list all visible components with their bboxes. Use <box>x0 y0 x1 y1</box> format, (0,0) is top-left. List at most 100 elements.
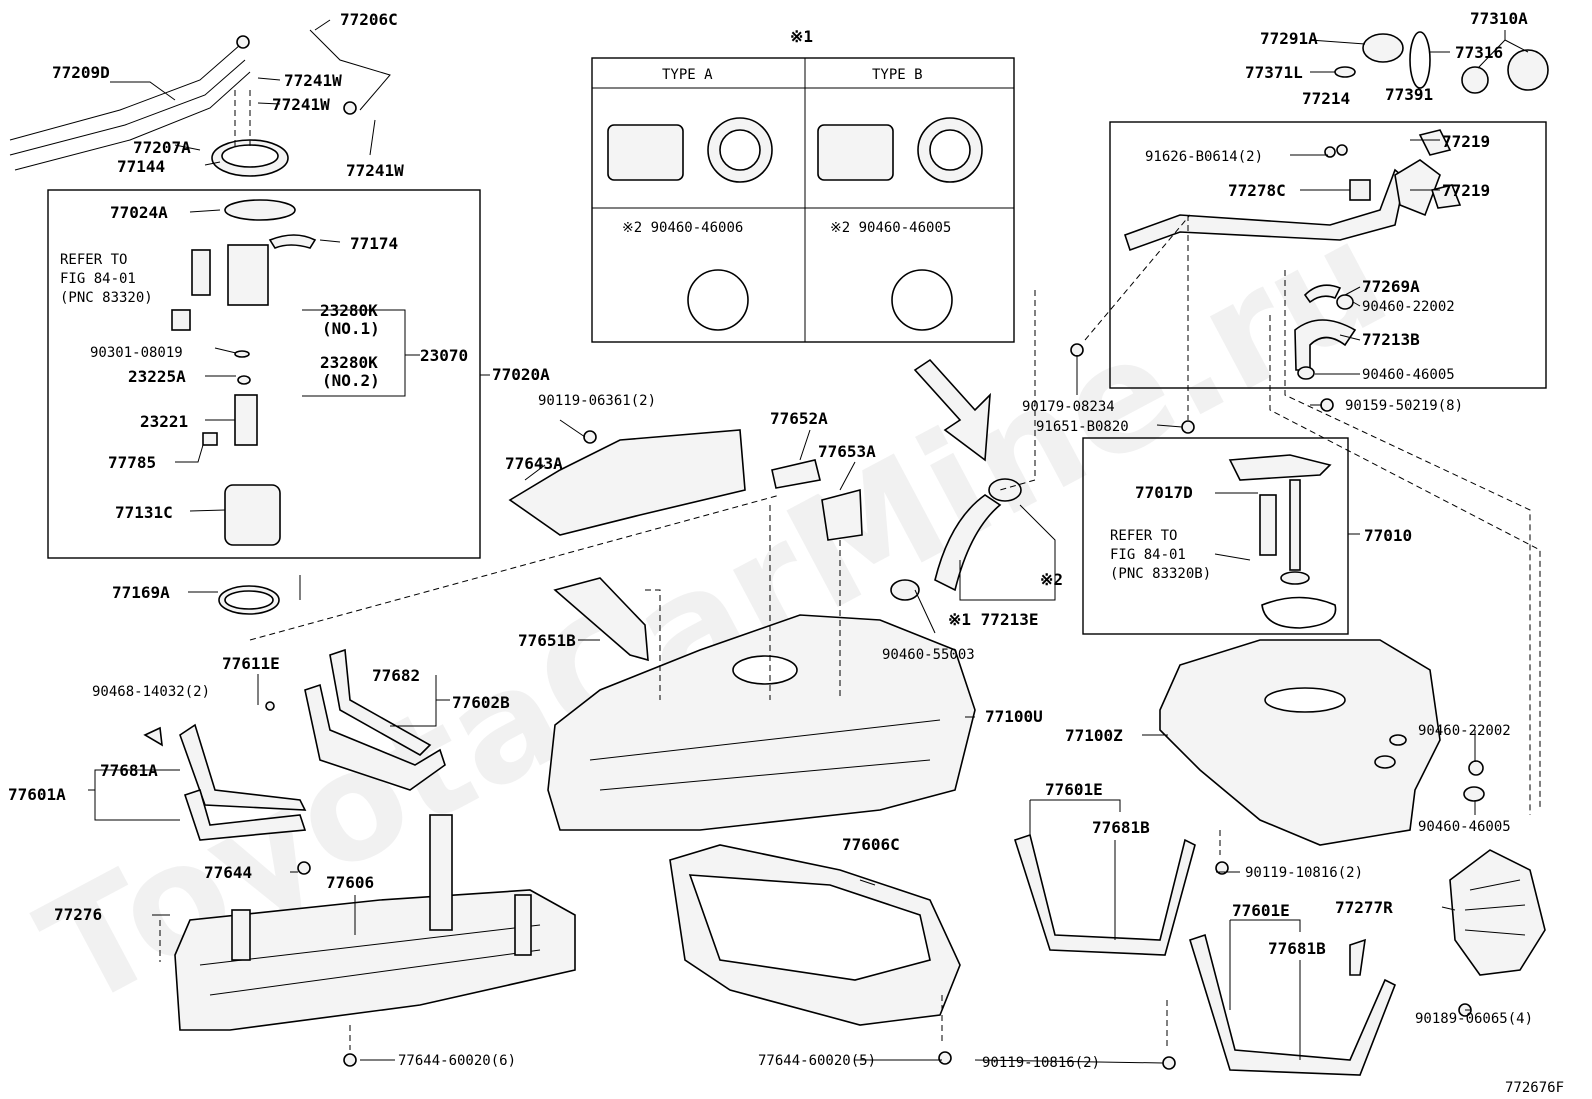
label-77682: 77682 <box>372 666 420 685</box>
shield-77277R <box>1449 849 1546 976</box>
sender-parts <box>1228 454 1337 629</box>
label-77277R: 77277R <box>1335 898 1393 917</box>
label-77310A: 77310A <box>1470 9 1528 28</box>
label-77611E: 77611E <box>222 654 280 673</box>
label-77601E-a: 77601E <box>1045 780 1103 799</box>
leader-lines <box>88 19 1529 1064</box>
label-77241W-a: 77241W <box>284 71 342 90</box>
label-mark2-hose: ※2 <box>1040 570 1063 589</box>
skid-plate-77606C <box>669 844 961 1026</box>
label-77644: 77644 <box>204 863 252 882</box>
label-77206C: 77206C <box>340 10 398 29</box>
label-77651B: 77651B <box>518 631 576 650</box>
fuel-tank-77100Z <box>1159 639 1441 846</box>
label-23280K-no1: 23280K <box>320 301 378 320</box>
label-90468-14032: 90468-14032(2) <box>92 684 210 700</box>
filler-pipe-box <box>1109 121 1547 389</box>
label-77681A: 77681A <box>100 761 158 780</box>
fasteners <box>143 146 1485 1070</box>
label-23225A: 23225A <box>128 367 186 386</box>
refer-right-line3: (PNC 83320B) <box>1110 566 1211 582</box>
label-77219-b: 77219 <box>1442 181 1490 200</box>
refer-left-line3: (PNC 83320) <box>60 290 153 306</box>
label-90460-46005-c: 90460-46005 <box>1418 819 1511 835</box>
label-77213E: ※1 77213E <box>948 610 1038 629</box>
refer-left-line1: REFER TO <box>60 252 127 268</box>
label-77652A: 77652A <box>770 409 828 428</box>
label-90460-22002-a: 90460-22002 <box>1362 299 1455 315</box>
type-box-parts <box>607 117 983 331</box>
figure-id: 772676F <box>1505 1080 1564 1096</box>
refer-right-line2: FIG 84-01 <box>1110 547 1186 563</box>
label-77276: 77276 <box>54 905 102 924</box>
label-77100U: 77100U <box>985 707 1043 726</box>
label-90460-46006: ※2 90460-46006 <box>622 220 743 236</box>
label-mark1-top: ※1 <box>790 27 813 46</box>
label-90119-10816-a: 90119-10816(2) <box>1245 865 1363 881</box>
tank-frame-77606 <box>174 814 576 1031</box>
label-91651-B0820: 91651-B0820 <box>1036 419 1129 435</box>
label-77278C: 77278C <box>1228 181 1286 200</box>
label-77100Z: 77100Z <box>1065 726 1123 745</box>
label-90119-10816-b: 90119-10816(2) <box>982 1055 1100 1071</box>
label-90189-06065: 90189-06065(4) <box>1415 1011 1533 1027</box>
label-23221: 23221 <box>140 412 188 431</box>
label-77213B: 77213B <box>1362 330 1420 349</box>
label-77219-a: 77219 <box>1442 132 1490 151</box>
label-77606: 77606 <box>326 873 374 892</box>
assembly-lines <box>159 90 1541 1050</box>
fuel-pump-box <box>47 189 481 559</box>
label-77391: 77391 <box>1385 85 1433 104</box>
sender-box <box>1082 437 1349 635</box>
label-77644-60020-6: 77644-60020(6) <box>398 1053 516 1069</box>
refer-right-line1: REFER TO <box>1110 528 1177 544</box>
label-77209D: 77209D <box>52 63 110 82</box>
label-77241W-b: 77241W <box>272 95 330 114</box>
label-23280K-no2: 23280K <box>320 353 378 372</box>
label-91626-B0614: 91626-B0614(2) <box>1145 149 1263 165</box>
filler-cap-parts <box>1334 31 1549 94</box>
label-77010: 77010 <box>1364 526 1412 545</box>
label-77131C: 77131C <box>115 503 173 522</box>
label-77169A: 77169A <box>112 583 170 602</box>
label-type-a: TYPE A <box>662 67 713 83</box>
type-box <box>591 57 1015 343</box>
label-77785: 77785 <box>108 453 156 472</box>
label-77606C: 77606C <box>842 835 900 854</box>
fuel-tank-77100U <box>547 614 976 831</box>
label-77653A: 77653A <box>818 442 876 461</box>
label-77024A: 77024A <box>110 203 168 222</box>
label-90119-06361: 90119-06361(2) <box>538 393 656 409</box>
label-23280K-no2-sub: (NO.2) <box>322 371 380 390</box>
label-77174: 77174 <box>350 234 398 253</box>
label-77241W-c: 77241W <box>346 161 404 180</box>
label-90460-46005-type-b: ※2 90460-46005 <box>830 220 951 236</box>
label-23280K-no1-sub: (NO.1) <box>322 319 380 338</box>
label-77601A: 77601A <box>8 785 66 804</box>
label-90159-50219: 90159-50219(8) <box>1345 398 1463 414</box>
straps-left <box>179 648 446 841</box>
label-90460-55003: 90460-55003 <box>882 647 975 663</box>
label-77316: 77316 <box>1455 43 1503 62</box>
label-77017D: 77017D <box>1135 483 1193 502</box>
label-90460-46005-a: 90460-46005 <box>1362 367 1455 383</box>
filler-pipe-parts <box>1123 129 1462 380</box>
callout-labels: 77209D 77206C 77241W 77241W 77207A 77144… <box>8 9 1564 1096</box>
label-77269A: 77269A <box>1362 277 1420 296</box>
label-77020A: 77020A <box>492 365 550 384</box>
label-23070: 23070 <box>420 346 468 365</box>
fuel-pump-parts <box>171 199 317 615</box>
label-77643A: 77643A <box>505 454 563 473</box>
label-90460-22002-b: 90460-22002 <box>1418 723 1511 739</box>
label-77207A: 77207A <box>133 138 191 157</box>
label-77602B: 77602B <box>452 693 510 712</box>
label-77601E-b: 77601E <box>1232 901 1290 920</box>
label-77371L: 77371L <box>1245 63 1303 82</box>
label-type-b: TYPE B <box>872 67 923 83</box>
label-77681B-b: 77681B <box>1268 939 1326 958</box>
label-77291A: 77291A <box>1260 29 1318 48</box>
label-90179-08234: 90179-08234 <box>1022 399 1115 415</box>
label-77214: 77214 <box>1302 89 1350 108</box>
label-77644-60020-5: 77644-60020(5) <box>758 1053 876 1069</box>
heat-protectors <box>508 429 863 662</box>
